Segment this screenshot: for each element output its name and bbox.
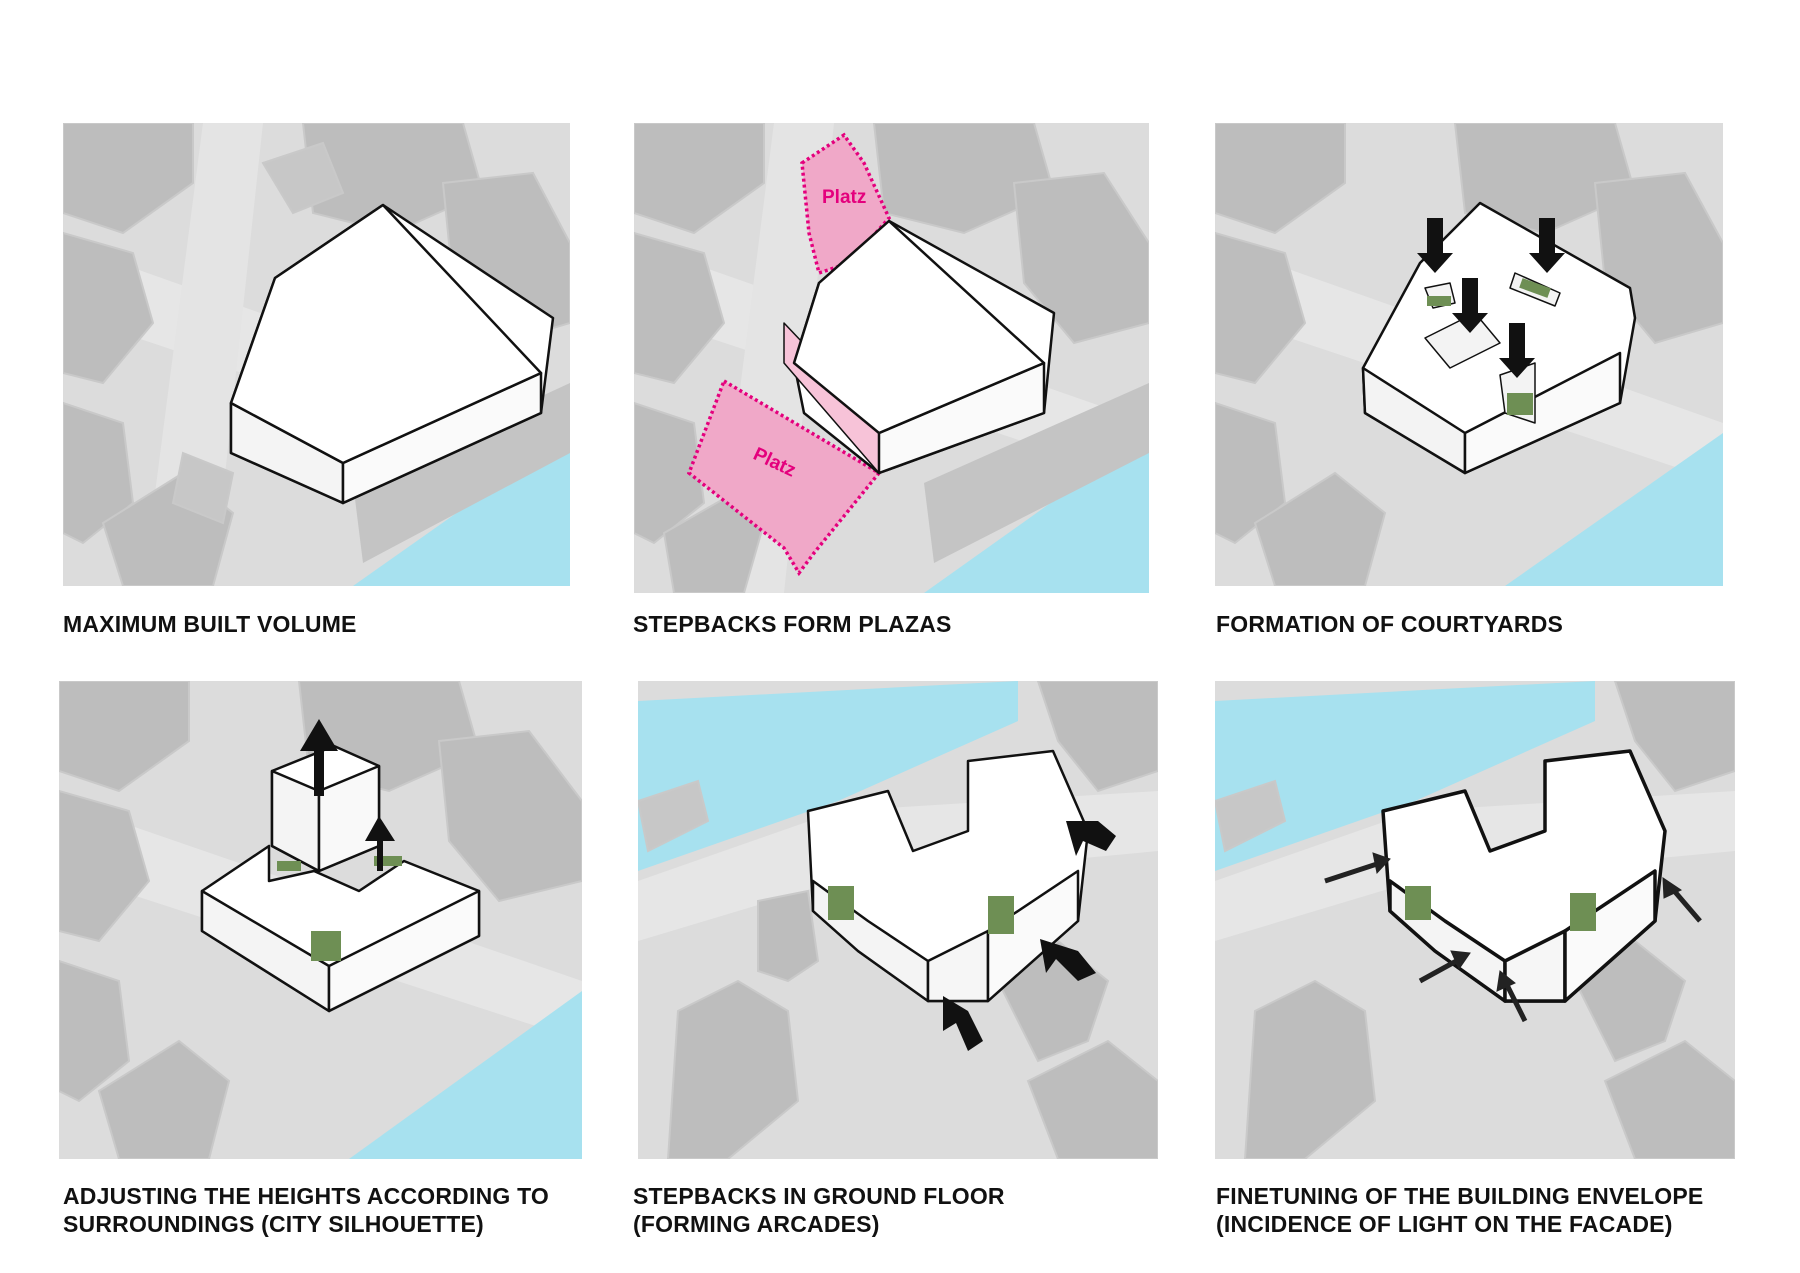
massing-volume <box>1361 201 1637 475</box>
water <box>1215 681 1595 871</box>
caption-line: FORMATION OF COURTYARDS <box>1216 611 1564 637</box>
panel-stepbacks-form-plazas: Platz Platz <box>634 123 1149 593</box>
caption-line: (INCIDENCE OF LIGHT ON THE FACADE) <box>1216 1211 1673 1237</box>
caption-panel-2: STEPBACKS FORM PLAZAS <box>633 610 952 638</box>
caption-line: (FORMING ARCADES) <box>633 1211 880 1237</box>
panel-finetuning-envelope <box>1215 681 1735 1159</box>
massing-volume <box>1381 749 1667 1003</box>
site-model-5 <box>638 681 1158 1159</box>
panel-stepbacks-ground-floor <box>638 681 1158 1159</box>
arrow-icon <box>1324 852 1702 1023</box>
greenery <box>828 886 1014 934</box>
up-arrow-icon <box>300 719 395 871</box>
down-arrow-icon <box>1417 218 1565 378</box>
panel-formation-of-courtyards <box>1215 123 1723 586</box>
arrow-icon <box>943 821 1116 1051</box>
greenery <box>1427 278 1551 415</box>
greenery <box>1405 886 1596 931</box>
water <box>1505 433 1723 586</box>
panel-adjusting-heights <box>59 681 582 1159</box>
water <box>638 681 1018 871</box>
site-model-1 <box>63 123 570 586</box>
caption-panel-1: MAXIMUM BUILT VOLUME <box>63 610 357 638</box>
caption-line: STEPBACKS FORM PLAZAS <box>633 611 952 637</box>
caption-line: STEPBACKS IN GROUND FLOOR <box>633 1183 1005 1209</box>
plaza-label-north: Platz <box>822 187 866 208</box>
site-model-2: Platz Platz <box>634 123 1149 593</box>
caption-line: ADJUSTING THE HEIGHTS ACCORDING TO <box>63 1183 549 1209</box>
site-model-4 <box>59 681 582 1159</box>
caption-line: SURROUNDINGS (CITY SILHOUETTE) <box>63 1211 484 1237</box>
caption-panel-5: STEPBACKS IN GROUND FLOOR (FORMING ARCAD… <box>633 1182 1005 1238</box>
caption-line: FINETUNING OF THE BUILDING ENVELOPE <box>1216 1183 1704 1209</box>
greenery <box>277 856 402 961</box>
site-model-3 <box>1215 123 1723 586</box>
caption-line: MAXIMUM BUILT VOLUME <box>63 611 357 637</box>
site-model-6 <box>1215 681 1735 1159</box>
massing-volume <box>229 203 555 505</box>
water <box>349 991 582 1159</box>
panel-maximum-built-volume <box>63 123 570 586</box>
caption-panel-3: FORMATION OF COURTYARDS <box>1216 610 1563 638</box>
caption-panel-6: FINETUNING OF THE BUILDING ENVELOPE (INC… <box>1216 1182 1703 1238</box>
massing-volume <box>783 219 1056 475</box>
caption-panel-4: ADJUSTING THE HEIGHTS ACCORDING TO SURRO… <box>63 1182 549 1238</box>
